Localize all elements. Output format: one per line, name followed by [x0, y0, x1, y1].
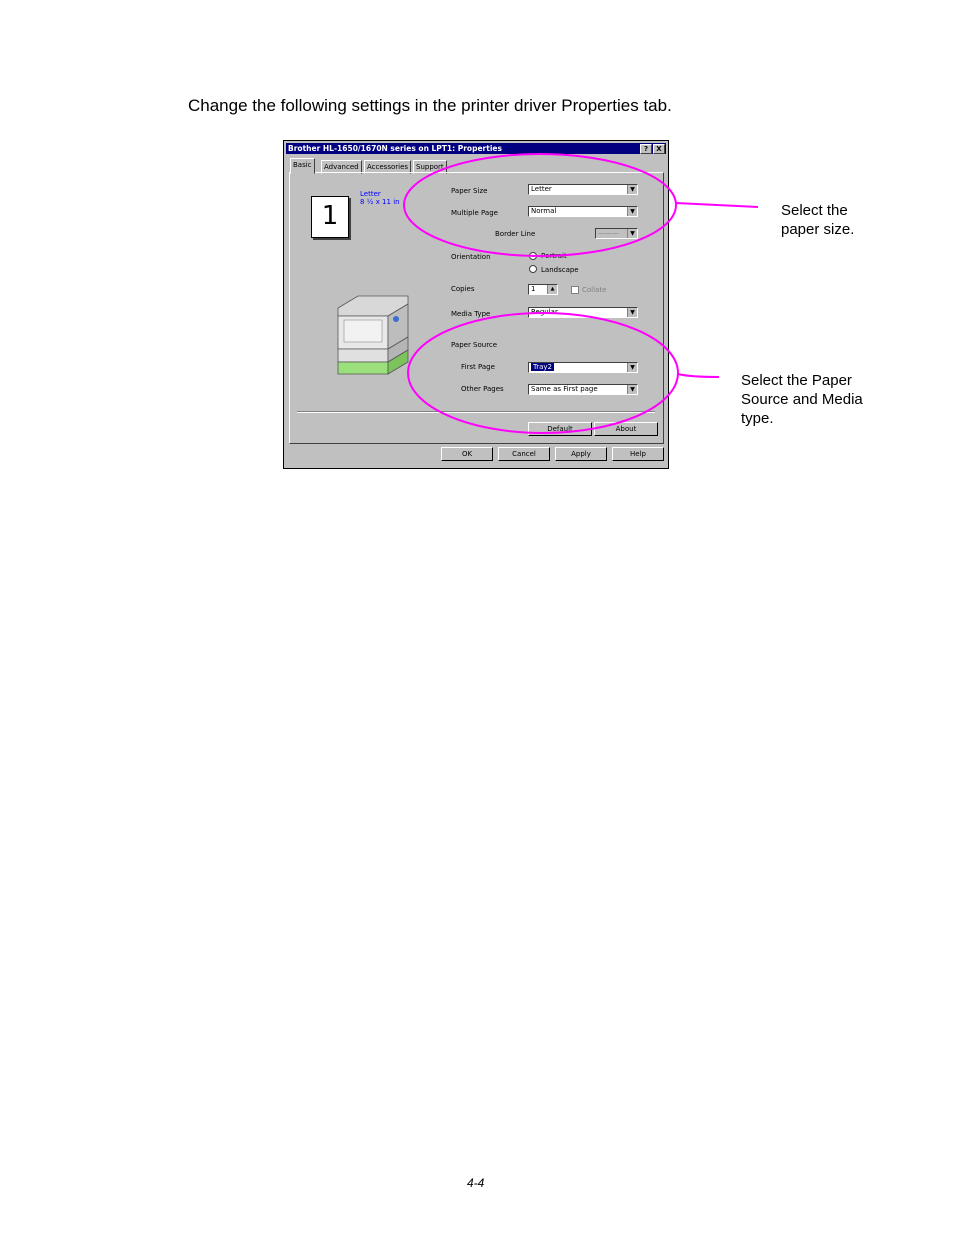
chevron-down-icon: ▼ — [627, 363, 637, 372]
copies-label: Copies — [451, 285, 475, 293]
media-type-value: Regular — [531, 308, 558, 316]
paper-size-label: Paper Size — [451, 187, 488, 195]
copies-input[interactable]: 1▲ — [528, 284, 558, 295]
paper-source-leader-line — [677, 373, 720, 378]
chevron-down-icon: ▼ — [627, 229, 637, 238]
printer-illustration — [337, 295, 409, 375]
border-line-value: ——— — [598, 229, 619, 237]
chevron-down-icon: ▼ — [627, 385, 637, 394]
multiple-page-label: Multiple Page — [451, 209, 498, 217]
preview-paper-name: Letter — [360, 190, 381, 198]
multiple-page-dropdown[interactable]: Normal ▼ — [528, 206, 638, 217]
other-pages-label: Other Pages — [461, 385, 504, 393]
apply-button[interactable]: Apply — [555, 447, 607, 461]
paper-source-label: Paper Source — [451, 341, 498, 349]
help-title-button[interactable]: ? — [640, 144, 652, 154]
tab-advanced[interactable]: Advanced — [321, 160, 362, 174]
cancel-button[interactable]: Cancel — [498, 447, 550, 461]
tab-accessories[interactable]: Accessories — [364, 160, 412, 174]
preview-paper-dimensions: 8 ½ x 11 in — [360, 198, 400, 206]
spinner-arrows-icon[interactable]: ▲ — [547, 285, 557, 294]
callout-line: type. — [741, 410, 774, 427]
paper-size-leader-line — [675, 202, 759, 208]
chevron-down-icon: ▼ — [627, 207, 637, 216]
landscape-label: Landscape — [541, 266, 579, 274]
chevron-down-icon: ▼ — [627, 308, 637, 317]
orientation-label: Orientation — [451, 253, 491, 261]
border-line-label: Border Line — [495, 230, 536, 238]
ok-button[interactable]: OK — [441, 447, 493, 461]
collate-label: Collate — [582, 286, 607, 294]
paper-size-dropdown[interactable]: Letter ▼ — [528, 184, 638, 195]
page-preview: 1 — [311, 196, 349, 238]
callout-line: paper size. — [781, 221, 855, 238]
paper-source-highlight-ellipse — [407, 312, 679, 434]
close-button[interactable]: X — [653, 144, 665, 154]
dialog-title-bar: Brother HL-1650/1670N series on LPT1: Pr… — [286, 143, 666, 154]
other-pages-dropdown[interactable]: Same as First page ▼ — [528, 384, 638, 395]
copies-value: 1 — [531, 285, 536, 293]
landscape-radio[interactable] — [529, 265, 537, 273]
paper-size-highlight-ellipse — [403, 153, 677, 257]
collate-checkbox[interactable] — [571, 286, 579, 294]
basic-tab-panel — [289, 172, 664, 444]
callout-line: Source and Media — [741, 391, 863, 408]
printer-properties-dialog: Brother HL-1650/1670N series on LPT1: Pr… — [283, 140, 669, 469]
first-page-value: Tray2 — [531, 363, 555, 371]
dialog-title: Brother HL-1650/1670N series on LPT1: Pr… — [288, 144, 502, 153]
paper-size-value: Letter — [531, 185, 552, 193]
other-pages-value: Same as First page — [531, 385, 598, 393]
callout-paper-size: Select the paper size. — [781, 201, 854, 239]
callout-line: Select the — [781, 202, 848, 219]
border-line-dropdown[interactable]: ——— ▼ — [595, 228, 638, 239]
media-type-label: Media Type — [451, 310, 491, 318]
callout-line: Select the Paper — [741, 372, 852, 389]
tab-basic[interactable]: Basic — [290, 158, 315, 174]
page-number: 4-4 — [467, 1176, 485, 1190]
callout-paper-source: Select the Paper Source and Media type. — [741, 371, 863, 428]
preview-number: 1 — [321, 201, 339, 231]
panel-divider — [297, 411, 655, 413]
first-page-dropdown[interactable]: Tray2 ▼ — [528, 362, 638, 373]
multiple-page-value: Normal — [531, 207, 557, 215]
first-page-label: First Page — [461, 363, 495, 371]
chevron-down-icon: ▼ — [627, 185, 637, 194]
instruction-text: Change the following settings in the pri… — [188, 96, 672, 115]
help-button[interactable]: Help — [612, 447, 664, 461]
